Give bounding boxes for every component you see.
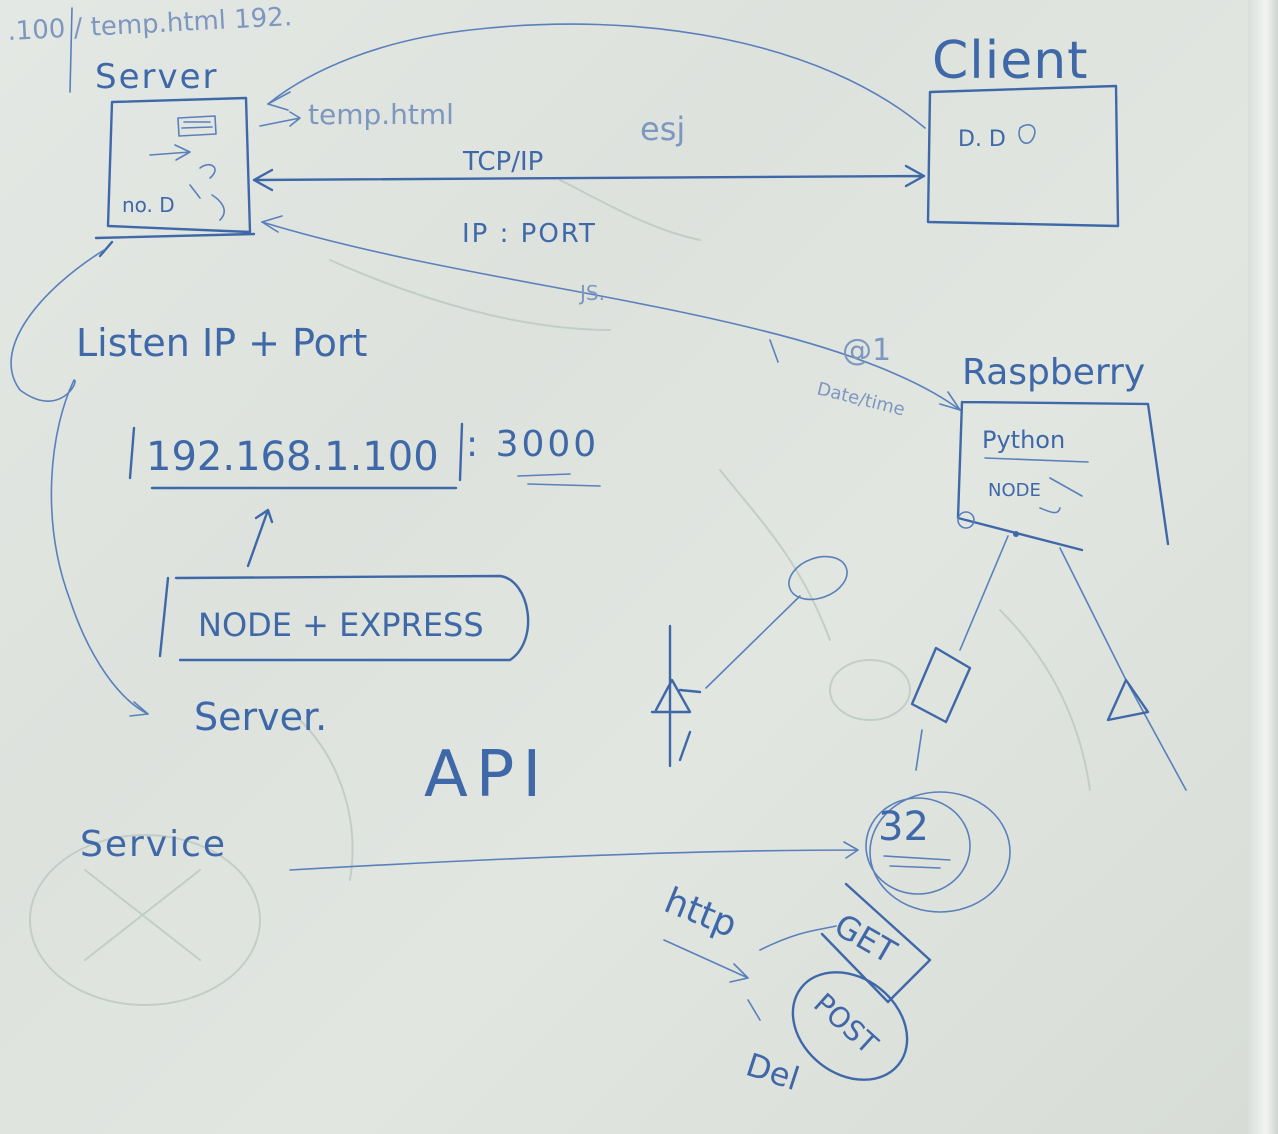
client-title: Client (932, 31, 1089, 91)
post-label: POST (807, 987, 885, 1062)
led-bulb (788, 555, 848, 601)
http-arrow (663, 939, 749, 983)
server-loop-arrowhead (129, 701, 149, 717)
resistor-box (910, 646, 972, 724)
esj-label: esj (640, 110, 685, 148)
component-sketches (650, 535, 1187, 791)
curve-arrow-head (267, 91, 291, 111)
python-underline (984, 457, 1089, 463)
api-label: API (424, 738, 549, 812)
temp-html-arrow (259, 111, 301, 127)
tcp-ip-label: TCP/IP (462, 147, 543, 177)
arrow-note-label: @1 (842, 333, 891, 368)
js-label: JS. (578, 281, 605, 305)
curve-client-to-server (267, 23, 926, 129)
raspberry-node-label: NODE (988, 480, 1041, 501)
service-arrow (289, 841, 859, 871)
raspberry-python-label: Python (982, 426, 1065, 454)
del-label: Del (742, 1045, 804, 1098)
esp-circle-inner (865, 797, 971, 895)
server-scribble (149, 144, 225, 221)
led-wire (705, 595, 801, 689)
top-scribble: .100 / temp.html 192. (7, 2, 293, 47)
client-box-mark (1018, 124, 1036, 144)
diode-symbol (650, 624, 702, 768)
client-node: Client D. D (926, 31, 1120, 228)
get-box (820, 882, 932, 1004)
get-label: GET (828, 906, 903, 971)
tcp-ip-arrow (252, 164, 926, 192)
server-monitor-icon (177, 115, 217, 137)
node-express-bracket (158, 574, 530, 662)
server-box-underline (94, 232, 256, 240)
service-label: Service (80, 824, 227, 865)
port-number: : 3000 (466, 424, 599, 465)
server-label: Server. (194, 695, 327, 739)
raspberry-pin-dots (1039, 477, 1083, 514)
up-arrow (246, 508, 274, 568)
board-frame-edge (1248, 0, 1278, 1134)
address-bracket (128, 422, 464, 490)
server-raspberry-link (261, 221, 961, 411)
temp-html-label: temp.html (308, 98, 454, 131)
sensor-triangle (1106, 678, 1150, 722)
raspberry-pin-dot (1013, 531, 1019, 537)
http-label: http (659, 880, 743, 946)
sensor-line (1059, 547, 1187, 791)
ip-address: 192.168.1.100 (146, 434, 439, 480)
port-underline (517, 473, 601, 487)
client-box-label: D. D (958, 127, 1006, 152)
server-box-label: no. D (122, 193, 175, 217)
server-title: Server (95, 57, 219, 97)
http-branch (747, 925, 837, 1021)
listen-label: Listen IP + Port (76, 321, 367, 365)
server-box (106, 96, 252, 234)
server-loop (10, 249, 149, 715)
server-raspberry-arrowhead (261, 215, 961, 411)
ip-port-label: IP : PORT (462, 219, 597, 249)
resistor-line (915, 535, 1009, 771)
raspberry-pin-circle (957, 511, 975, 529)
client-box (926, 84, 1120, 228)
server-box-tick (98, 240, 114, 258)
post-ellipse (791, 971, 909, 1081)
raspberry-box (956, 400, 1170, 552)
top-divider (69, 7, 73, 93)
raspberry-node: Raspberry Python NODE (956, 352, 1170, 552)
raspberry-title: Raspberry (962, 352, 1145, 393)
erased-marks (29, 179, 1091, 1006)
raspberry-link-tick (769, 339, 779, 363)
esp-node: 32 (865, 791, 1011, 913)
esp-scribble (883, 855, 951, 869)
date-time-label: Date/time (815, 378, 907, 420)
esp-label: 32 (878, 804, 929, 850)
node-express-label: NODE + EXPRESS (198, 606, 484, 644)
esp-circle-outer (869, 791, 1011, 913)
server-node: Server no. D (94, 57, 256, 258)
